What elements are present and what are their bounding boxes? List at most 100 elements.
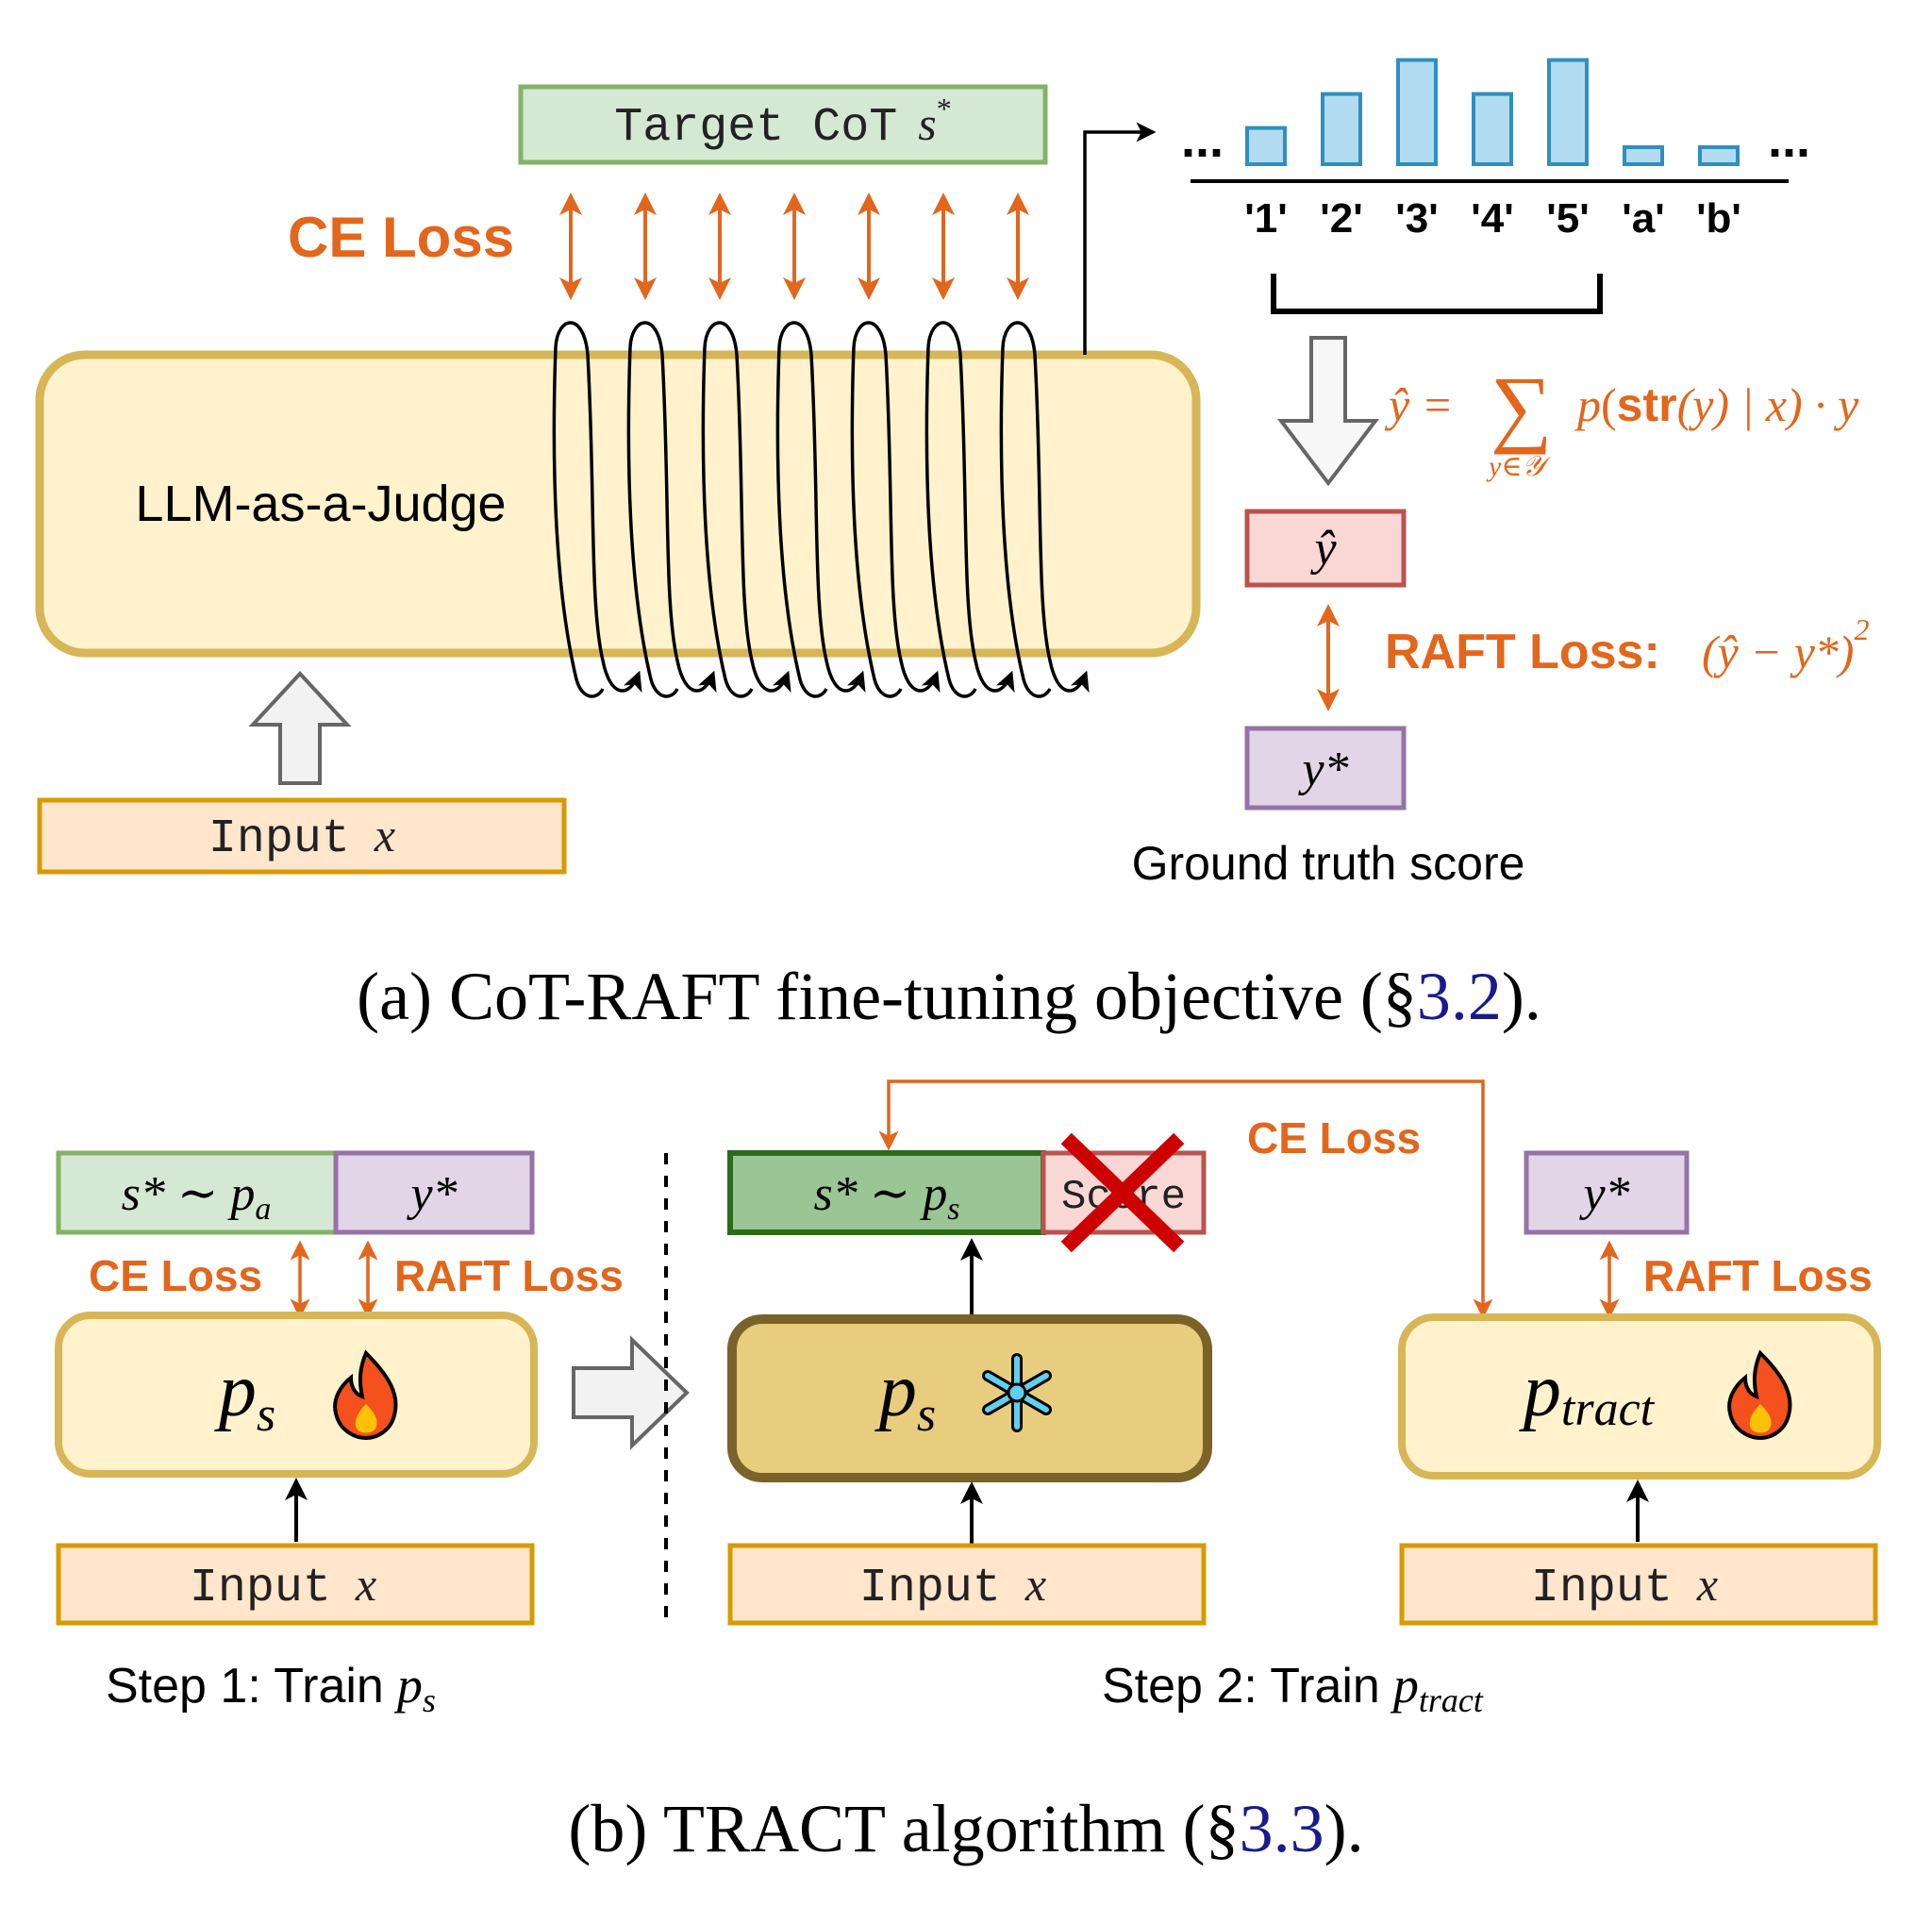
- ce-loss-label: CE Loss: [288, 206, 514, 269]
- formula-lhs: ŷ =: [1384, 378, 1453, 431]
- step1-s-sub: a: [255, 1192, 271, 1227]
- llm-judge-label: LLM-as-a-Judge: [135, 476, 506, 532]
- fire-icon: [333, 1349, 398, 1441]
- step2-score-box: Score: [1041, 1132, 1207, 1253]
- svg-text:(ŷ − y*)2: (ŷ − y*)2: [1702, 612, 1869, 678]
- svg-text:(b) TRACT algorithm (§3.3).: (b) TRACT algorithm (§3.3).: [568, 1791, 1363, 1866]
- bar-label-6: 'b': [1696, 195, 1741, 242]
- step2-caption-p: p: [1390, 1657, 1419, 1714]
- snowflake-icon: [982, 1353, 1052, 1432]
- llm-judge-box: LLM-as-a-Judge: [35, 350, 1201, 658]
- step2-s-label: s* ∼ p: [813, 1167, 947, 1221]
- formula-p: p: [1574, 378, 1601, 431]
- caption-a-text: (a) CoT-RAFT fine-tuning objective (§: [357, 959, 1417, 1034]
- bar-5: [1623, 145, 1664, 166]
- svg-text:ptract: ptract: [1519, 1349, 1656, 1436]
- frozen-model-box: ps: [727, 1314, 1212, 1482]
- loop-back-6: [999, 346, 1052, 698]
- formula-sum: ∑: [1491, 359, 1553, 455]
- bar-3: [1472, 92, 1513, 166]
- svg-text:ps: ps: [874, 1349, 936, 1442]
- raft-loss-label-a: RAFT Loss:: [1385, 625, 1660, 679]
- step1-input-var: x: [355, 1558, 376, 1611]
- bar-4: [1547, 58, 1589, 166]
- step1-raft-loss: RAFT Loss: [394, 1251, 624, 1300]
- aggregate-down-arrow: [1276, 336, 1380, 487]
- bar-2: [1396, 58, 1438, 166]
- tract-ystar-box: y*: [1524, 1150, 1690, 1235]
- loop-back-4: [850, 346, 903, 698]
- bar-label-4: '5': [1546, 195, 1589, 242]
- step1-caption: Step 1: Train: [106, 1659, 384, 1714]
- to-distribution-arrow: [1083, 122, 1157, 355]
- step-transition-arrow: [572, 1335, 690, 1450]
- step1-target-box: s* ∼ pa: [56, 1150, 339, 1235]
- loop-5: [926, 321, 1015, 694]
- loop-4: [852, 321, 941, 694]
- formula-sub: y∈𝒴: [1486, 451, 1552, 482]
- loop-2: [703, 321, 791, 694]
- bar-label-1: '2': [1320, 195, 1362, 242]
- frozen-input-var: x: [1024, 1558, 1046, 1611]
- raft-formula: (ŷ − y*): [1702, 626, 1854, 678]
- formula-str: str: [1617, 378, 1677, 431]
- ellipsis-left: ...: [1181, 111, 1224, 168]
- svg-text:s* ∼ ps: s* ∼ ps: [813, 1167, 959, 1227]
- loop-back-1: [626, 346, 679, 698]
- step1-ystar-label: y*: [406, 1167, 457, 1221]
- panel-b: s* ∼ pa y* CE Loss RAFT Loss ps: [55, 1079, 1881, 1866]
- caption-a-link[interactable]: 3.2: [1417, 959, 1502, 1034]
- input-label-a: Input: [208, 812, 350, 866]
- ystar-box-a: y*: [1244, 726, 1407, 811]
- yhat-label: ŷ: [1309, 522, 1337, 576]
- step2-ce-loss: CE Loss: [1247, 1113, 1421, 1162]
- tract-p-sub: tract: [1561, 1382, 1656, 1436]
- step1-s-label: s* ∼ p: [122, 1167, 256, 1221]
- frozen-input-label: Input: [859, 1562, 1001, 1615]
- loop-back-3: [775, 346, 828, 698]
- ce-loss-arrows: [559, 192, 1029, 300]
- score-bracket: [1271, 274, 1603, 314]
- step1-ps-label: p: [214, 1349, 257, 1432]
- bar-1: [1321, 92, 1362, 166]
- bar-label-5: 'a': [1622, 195, 1664, 242]
- svg-text:s* ∼ pa: s* ∼ pa: [122, 1167, 272, 1227]
- step1-input-label: Input: [190, 1562, 331, 1615]
- yhat-box: ŷ: [1244, 509, 1407, 588]
- loop-6: [1001, 321, 1090, 694]
- step2-cot-box: s* ∼ ps: [727, 1150, 1046, 1235]
- tract-input-label: Input: [1531, 1562, 1673, 1615]
- loop-1: [628, 321, 717, 694]
- bar-6: [1698, 145, 1740, 166]
- tract-p-label: p: [1519, 1349, 1561, 1432]
- raft-exponent: 2: [1854, 612, 1869, 646]
- bar-label-0: '1': [1244, 195, 1287, 242]
- frozen-ps-sub: s: [917, 1388, 936, 1442]
- loop-0: [554, 321, 642, 694]
- caption-b-end: ).: [1324, 1791, 1364, 1866]
- step1-model-box: ps: [55, 1312, 538, 1478]
- step2-caption: Step 2: Train: [1102, 1659, 1380, 1714]
- caption-b-link[interactable]: 3.3: [1240, 1791, 1324, 1866]
- ellipsis-right: ...: [1768, 111, 1810, 168]
- step1-ystar-box: y*: [333, 1150, 535, 1235]
- caption-b-text: (b) TRACT algorithm (§: [568, 1791, 1239, 1866]
- token-distribution-chart: ... ... '1''2''3''4''5''a''b': [1181, 58, 1810, 242]
- loop-3: [777, 321, 866, 694]
- tract-model-box: ptract: [1398, 1313, 1881, 1480]
- step1-ps-sub: s: [257, 1388, 275, 1442]
- bar-label-3: '4': [1471, 195, 1513, 242]
- svg-text:(a) CoT-RAFT fine-tuning objec: (a) CoT-RAFT fine-tuning objective (§3.2…: [357, 959, 1541, 1034]
